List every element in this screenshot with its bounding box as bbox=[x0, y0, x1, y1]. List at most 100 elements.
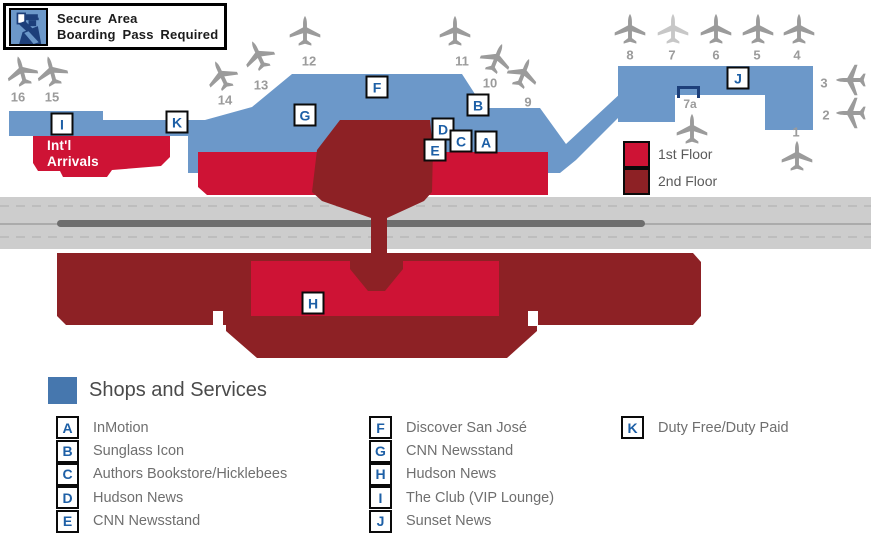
legend-item-D: D Hudson News bbox=[56, 486, 287, 510]
airplane-icon-gate-2 bbox=[835, 96, 869, 130]
legend-item-G: G CNN Newsstand bbox=[369, 439, 554, 463]
legend-name-B: Sunglass Icon bbox=[93, 443, 185, 460]
gate-6-label: 6 bbox=[712, 47, 720, 63]
shops-services-title: Shops and Services bbox=[89, 379, 267, 401]
map-marker-G: G bbox=[293, 103, 317, 127]
legend-letter-A: A bbox=[56, 416, 79, 440]
legend-name-F: Discover San José bbox=[406, 419, 527, 436]
legend-name-D: Hudson News bbox=[93, 489, 184, 506]
gate-14-label: 14 bbox=[217, 92, 233, 108]
legend-letter-K: K bbox=[621, 416, 644, 440]
legend-letter-J: J bbox=[369, 509, 392, 533]
gate-10-label: 10 bbox=[482, 75, 498, 91]
map-marker-K: K bbox=[165, 110, 189, 134]
roadway bbox=[0, 197, 871, 249]
airplane-icon-gate-7a bbox=[675, 113, 709, 147]
legend-letter-H: H bbox=[369, 462, 392, 486]
airplane-icon-gate-13 bbox=[236, 33, 281, 78]
gate-2-label: 2 bbox=[822, 107, 830, 123]
legend-letter-F: F bbox=[369, 416, 392, 440]
legend-item-C: C Authors Bookstore/Hicklebees bbox=[56, 462, 288, 486]
legend-name-E: CNN Newsstand bbox=[93, 513, 201, 530]
second-floor-swatch bbox=[623, 168, 650, 195]
legend-item-B: B Sunglass Icon bbox=[56, 439, 287, 463]
road-dash-line-top bbox=[0, 205, 871, 207]
legend-item-A: A InMotion bbox=[56, 416, 287, 440]
building-notch-right bbox=[528, 311, 538, 326]
gate-5-label: 5 bbox=[753, 47, 761, 63]
gate-7a-label: 7a bbox=[683, 97, 697, 111]
road-median-bar bbox=[57, 220, 645, 227]
gate-4-label: 4 bbox=[793, 47, 801, 63]
legend-item-E: E CNN Newsstand bbox=[56, 509, 287, 533]
legend-item-K: K Duty Free/Duty Paid bbox=[621, 416, 789, 440]
gate-8-label: 8 bbox=[626, 47, 634, 63]
airplane-icon-gate-4 bbox=[782, 13, 816, 47]
airplane-icon-gate-15 bbox=[31, 51, 73, 93]
secure-area-line2: Boarding Pass Required bbox=[57, 26, 219, 42]
airplane-icon-gate-9 bbox=[501, 52, 545, 96]
secure-area-box: Secure Area Boarding Pass Required bbox=[3, 3, 227, 50]
first-floor-swatch bbox=[623, 141, 650, 168]
legend-letter-D: D bbox=[56, 486, 79, 510]
legend-letter-E: E bbox=[56, 509, 79, 533]
legend-name-H: Hudson News bbox=[406, 466, 497, 483]
gate-12-label: 12 bbox=[301, 53, 317, 69]
legend-letter-I: I bbox=[369, 486, 392, 510]
legend-name-A: InMotion bbox=[93, 419, 149, 436]
gate-11-label: 11 bbox=[455, 53, 469, 69]
legend-letter-G: G bbox=[369, 439, 392, 463]
shops-services-swatch bbox=[48, 377, 77, 404]
airplane-icon-gate-7 bbox=[656, 13, 690, 47]
gate-13-label: 13 bbox=[253, 77, 269, 93]
map-marker-A: A bbox=[474, 130, 498, 154]
map-marker-J: J bbox=[726, 66, 750, 90]
second-floor-label: 2nd Floor bbox=[658, 173, 718, 189]
map-marker-H: H bbox=[301, 291, 325, 315]
map-marker-C: C bbox=[449, 129, 473, 153]
legend-item-H: H Hudson News bbox=[369, 462, 554, 486]
map-marker-E: E bbox=[423, 138, 447, 162]
gate-15-label: 15 bbox=[44, 89, 60, 105]
legend-name-J: Sunset News bbox=[406, 513, 492, 530]
first-floor-label: 1st Floor bbox=[658, 146, 713, 162]
gate-7-label: 7 bbox=[668, 47, 676, 63]
airplane-icon-gate-3 bbox=[835, 63, 869, 97]
legend-letter-B: B bbox=[56, 439, 79, 463]
building-notch-left bbox=[213, 311, 223, 326]
airplane-icon-gate-8 bbox=[613, 13, 647, 47]
airplane-icon-gate-12 bbox=[288, 15, 322, 49]
airplane-icon-gate-10 bbox=[474, 37, 518, 81]
legend-name-I: The Club (VIP Lounge) bbox=[406, 489, 555, 506]
airplane-icon-gate-1 bbox=[780, 140, 814, 174]
map-marker-I: I bbox=[50, 112, 74, 136]
legend-letter-C: C bbox=[56, 462, 79, 486]
legend-item-I: I The Club (VIP Lounge) bbox=[369, 486, 555, 510]
legend-name-C: Authors Bookstore/Hicklebees bbox=[93, 466, 288, 483]
intl-arrivals-label: Int'l Arrivals bbox=[47, 138, 99, 169]
airplane-icon-gate-16 bbox=[1, 51, 43, 93]
airplane-icon-gate-11 bbox=[438, 15, 472, 49]
legend-name-G: CNN Newsstand bbox=[406, 443, 514, 460]
map-marker-B: B bbox=[466, 93, 490, 117]
legend-item-F: F Discover San José bbox=[369, 416, 554, 440]
legend-name-K: Duty Free/Duty Paid bbox=[658, 419, 789, 436]
gate-16-label: 16 bbox=[10, 89, 26, 105]
airplane-icon-gate-5 bbox=[741, 13, 775, 47]
legend-column-3: K Duty Free/Duty Paid bbox=[621, 416, 789, 440]
road-dash-line-bottom bbox=[0, 236, 871, 238]
map-marker-F: F bbox=[365, 75, 389, 99]
gate-3-label: 3 bbox=[820, 75, 828, 91]
gate-1-label: 1 bbox=[792, 124, 800, 140]
security-officer-icon bbox=[9, 7, 48, 46]
gate-9-label: 9 bbox=[524, 94, 532, 110]
secure-area-line1: Secure Area bbox=[57, 11, 138, 26]
airplane-icon-gate-6 bbox=[699, 13, 733, 47]
airplane-icon-gate-14 bbox=[199, 53, 244, 98]
gate-7a-bracket-icon bbox=[677, 86, 700, 98]
